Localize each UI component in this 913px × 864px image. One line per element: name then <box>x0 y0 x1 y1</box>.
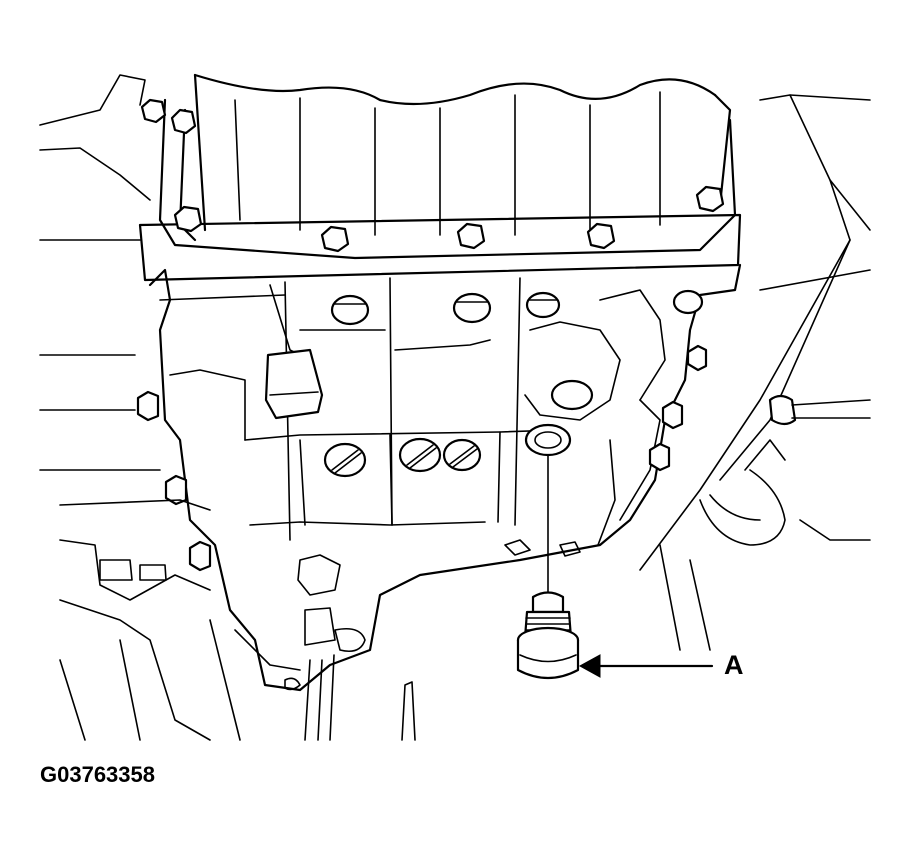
bolt <box>661 400 684 430</box>
callout-label-a: A <box>724 650 744 680</box>
right-structure <box>639 94 871 651</box>
drain-plug <box>516 591 580 680</box>
bolt <box>672 289 704 315</box>
bolt <box>173 205 203 233</box>
bolt <box>164 474 188 506</box>
bolt <box>330 294 370 326</box>
bolt <box>140 98 167 124</box>
bolt <box>452 292 492 324</box>
bolt <box>648 442 671 472</box>
side-bolts <box>136 344 708 572</box>
callout-arrow <box>578 654 714 678</box>
drain-hole <box>524 423 572 457</box>
left-structure <box>39 74 241 741</box>
pan-bolts <box>140 98 725 253</box>
slotted-plug <box>398 437 442 473</box>
figure-id: G03763358 <box>40 762 155 787</box>
bolt <box>695 185 725 213</box>
slotted-plugs <box>323 437 482 478</box>
bolt <box>525 291 561 319</box>
bolt <box>170 108 197 135</box>
oil-pan <box>138 73 742 282</box>
dipstick-tube <box>264 284 324 420</box>
bolt <box>686 344 708 372</box>
bolt <box>136 390 160 422</box>
bolt <box>456 222 486 250</box>
transaxle-case <box>148 263 742 741</box>
case-bolts <box>330 289 704 411</box>
bolt <box>586 222 616 250</box>
slotted-plug <box>442 438 482 472</box>
bolt <box>550 379 594 411</box>
bolt <box>320 225 350 253</box>
slotted-plug <box>323 442 367 478</box>
bolt <box>188 540 212 572</box>
